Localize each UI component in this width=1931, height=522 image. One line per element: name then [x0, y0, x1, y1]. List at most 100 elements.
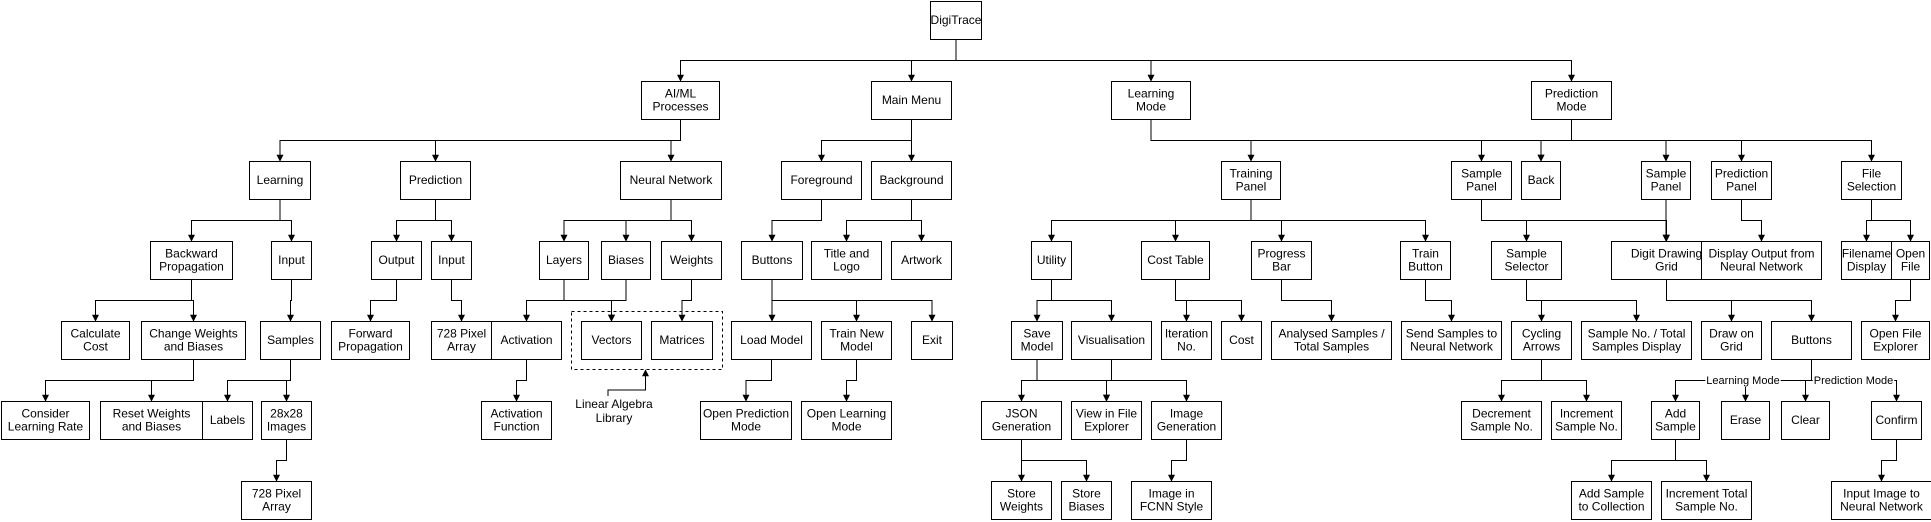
- node-box: [1151, 401, 1222, 440]
- node-label: Panel: [1651, 180, 1682, 194]
- node-label: Vectors: [591, 333, 631, 347]
- edge-visualisation-to-imagegen: [1111, 359, 1190, 402]
- node-label: Sample No.: [1675, 500, 1738, 514]
- node-label: Bar: [1272, 260, 1291, 274]
- node-analysed: Analysed Samples /Total Samples: [1271, 321, 1392, 360]
- node-neuralnetwork: Neural Network: [620, 161, 722, 200]
- node-label: Panel: [1236, 180, 1267, 194]
- node-label: Explorer: [1873, 340, 1918, 354]
- node-box: [1141, 241, 1210, 280]
- node-label: Panel: [1726, 180, 1757, 194]
- node-buttons-mm: Buttons: [741, 241, 803, 280]
- node-label: Add: [1665, 407, 1686, 421]
- node-label: FCNN Style: [1140, 500, 1204, 514]
- node-label: Backward: [165, 247, 218, 261]
- node-erase: Erase: [1721, 401, 1770, 440]
- edge-trainingpanel-to-costtable: [1172, 199, 1252, 242]
- node-label: Generation: [992, 420, 1051, 434]
- node-label: Open Prediction: [703, 407, 789, 421]
- node-box: [1, 401, 90, 440]
- node-label: Filename: [1842, 247, 1892, 261]
- node-box: [601, 241, 651, 280]
- node-box: [1221, 321, 1262, 360]
- node-label: Reset Weights: [113, 407, 191, 421]
- edge-background-to-artwork: [911, 199, 925, 242]
- edge-background-to-titlelogo: [843, 199, 912, 242]
- node-box: [431, 241, 472, 280]
- node-box: [481, 401, 552, 440]
- node-labels: Labels: [202, 401, 253, 440]
- node-label: Clear: [1791, 413, 1820, 427]
- node-label: Grid: [1655, 260, 1678, 274]
- node-pred-input: Input: [431, 241, 472, 280]
- node-label: Samples: [267, 333, 314, 347]
- node-digitrace: DigiTrace: [930, 1, 982, 40]
- node-label: Prediction: [409, 173, 462, 187]
- node-box: [731, 321, 812, 360]
- node-box: [1161, 321, 1212, 360]
- node-label: Prediction: [1715, 167, 1768, 181]
- node-label: Image in: [1148, 487, 1194, 501]
- node-box: [801, 401, 892, 440]
- node-label: Image: [1170, 407, 1204, 421]
- edge-images28-to-pixel728a: [273, 439, 287, 482]
- node-label: JSON: [1005, 407, 1037, 421]
- node-mainmenu: Main Menu: [871, 81, 952, 120]
- node-label: AI/ML: [665, 87, 697, 101]
- edge-openfile-to-openfileexplorer: [1892, 279, 1911, 322]
- edge-samples-to-images28: [283, 359, 291, 402]
- node-label: Training: [1230, 167, 1273, 181]
- edge-fileselection-to-openfile: [1871, 199, 1914, 242]
- node-box: [1131, 481, 1212, 520]
- node-matrices: Matrices: [651, 321, 713, 360]
- node-label: Labels: [210, 413, 245, 427]
- node-label: Iteration: [1165, 327, 1208, 341]
- node-box: [1451, 161, 1512, 200]
- edge-backprop-to-changeweights: [190, 279, 197, 322]
- node-label: Forward: [348, 327, 392, 341]
- edge-savemodel-to-jsongen: [1018, 359, 1038, 402]
- node-label: Neural Network: [1840, 500, 1924, 514]
- node-label: No.: [1177, 340, 1196, 354]
- node-box: [1031, 241, 1072, 280]
- node-vectors: Vectors: [581, 321, 642, 360]
- node-box: [1551, 401, 1622, 440]
- node-label: DigiTrace: [931, 13, 982, 27]
- node-clear: Clear: [1781, 401, 1830, 440]
- node-label: Analysed Samples /: [1278, 327, 1385, 341]
- node-box: [1581, 321, 1692, 360]
- node-box: [1651, 401, 1700, 440]
- node-box: [700, 401, 792, 440]
- edge-buttons-mm-to-exit: [771, 279, 936, 322]
- node-box: [1661, 481, 1752, 520]
- node-label: Visualisation: [1078, 333, 1145, 347]
- node-exit: Exit: [911, 321, 953, 360]
- node-label: Sample: [1655, 420, 1696, 434]
- edge-fileselection-to-filenamedisplay: [1863, 199, 1872, 242]
- node-box: [1011, 321, 1063, 360]
- node-box: [1641, 161, 1691, 200]
- edge-prediction-to-pred-input: [435, 199, 455, 242]
- node-label: Layers: [546, 253, 582, 267]
- edge-aiml-to-prediction: [432, 119, 681, 162]
- node-box: [271, 241, 312, 280]
- node-label: Sample: [1646, 167, 1687, 181]
- node-prediction: Prediction: [400, 161, 471, 200]
- node-label: Train: [1412, 247, 1439, 261]
- edge-changeweights-to-resetweights: [148, 359, 194, 402]
